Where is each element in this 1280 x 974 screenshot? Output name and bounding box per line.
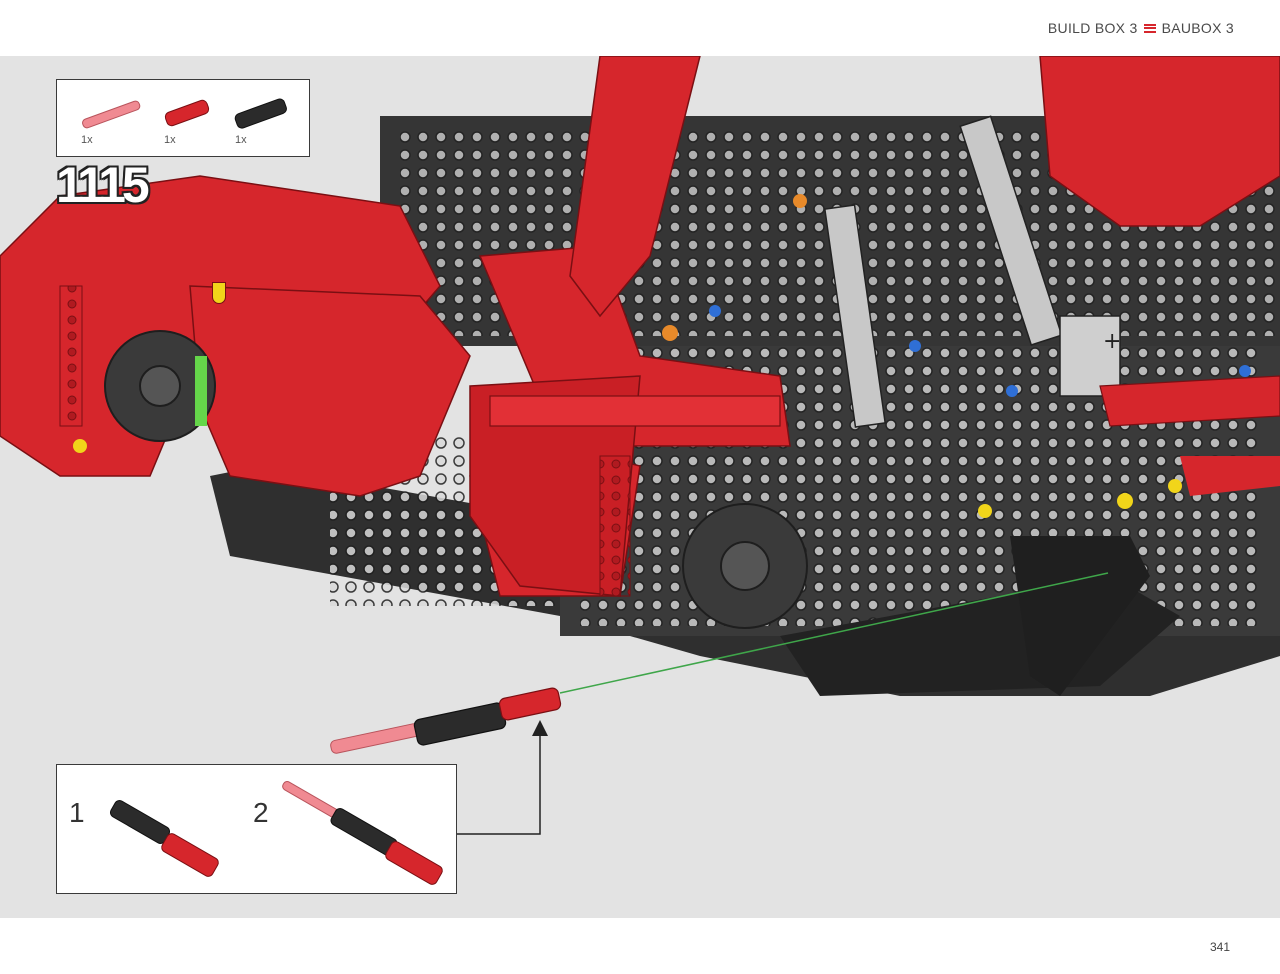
sub-step-2-parts — [282, 780, 443, 885]
sub-assembly-box: 1 2 — [56, 764, 457, 894]
part-qty-2: 1x — [164, 134, 176, 146]
wheel-hubs — [104, 330, 808, 629]
page-footer: 341 — [0, 918, 1280, 974]
page-number: 341 — [1209, 940, 1230, 954]
triple-line-icon — [1143, 23, 1156, 33]
parts-list-box: 1x 1x 1x — [56, 79, 310, 157]
instruction-illustration: + — [0, 56, 1280, 918]
sub-step-1-parts — [109, 800, 219, 877]
sub-step-1-label: 1 — [69, 797, 85, 828]
sub-step-2-label: 2 — [253, 797, 269, 828]
grey-beams: + — [823, 115, 1121, 428]
pink-axle-icon — [82, 100, 141, 129]
build-box-en: BUILD BOX 3 — [1047, 20, 1138, 36]
callout-connector — [457, 726, 541, 835]
part-qty-1: 1x — [81, 134, 93, 146]
car-model-illustration: + — [0, 56, 1280, 835]
red-pin-icon — [164, 99, 210, 127]
part-qty-3: 1x — [235, 134, 247, 146]
guide-line — [559, 572, 1109, 694]
step-number: 1115 — [56, 157, 150, 213]
svg-text:+: + — [1103, 329, 1121, 354]
accent-pins — [73, 194, 1251, 518]
loose-part-assembly — [330, 687, 562, 754]
ferrari-shield-icon — [212, 282, 226, 304]
page-header: BUILD BOX 3 BAUBOX 3 — [0, 0, 1280, 56]
build-box-de: BAUBOX 3 — [1161, 20, 1234, 36]
callout-arrow — [532, 720, 548, 736]
sub-assembly-illustration — [109, 780, 443, 885]
parts-icons — [82, 98, 287, 129]
black-connector-icon — [234, 98, 287, 129]
build-box-label: BUILD BOX 3 BAUBOX 3 — [1048, 20, 1234, 36]
